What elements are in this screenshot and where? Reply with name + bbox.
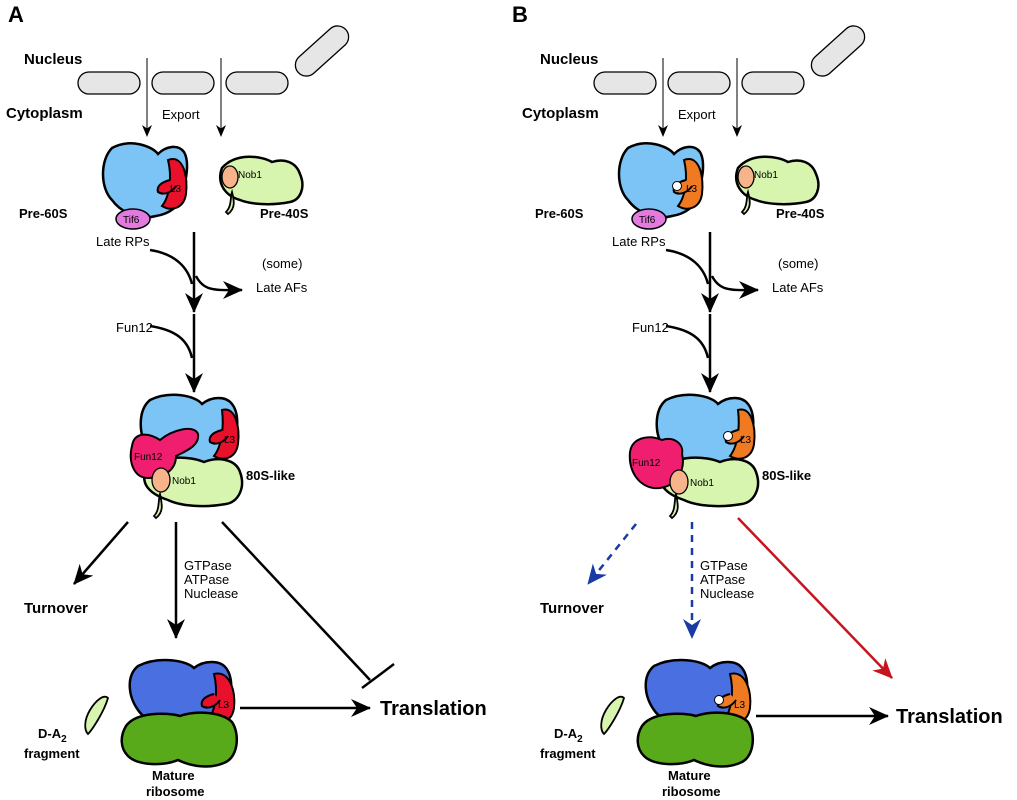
s80-like-label: 80S-like — [246, 468, 295, 483]
mature-ribosome: L3 — [120, 658, 239, 768]
nuclear-envelope — [593, 25, 866, 95]
s80-like-label: 80S-like — [762, 468, 811, 483]
fragment-label: fragment — [24, 746, 80, 761]
pre40s-subunit: Nob1 — [219, 155, 304, 216]
l3-label: L3 — [218, 700, 230, 711]
nuclease-label: Nuclease — [700, 586, 754, 601]
late-afs-label: Late AFs — [256, 280, 308, 295]
nob1-protein — [151, 467, 171, 493]
fragment-label: fragment — [540, 746, 596, 761]
late-rps-label: Late RPs — [96, 234, 150, 249]
mature-ribosome: L3 — [636, 658, 755, 768]
da2-label: D-A2 — [38, 726, 67, 745]
l3-label: L3 — [734, 700, 746, 711]
atpase-label: ATPase — [184, 572, 229, 587]
late-rps-join-line — [665, 248, 710, 285]
panel-a: A Nucleus Cytoplasm Export L3 Tif6 Pre-6… — [6, 2, 487, 799]
turnover-label: Turnover — [24, 600, 88, 617]
turnover-arrow-reduced — [587, 523, 637, 585]
da2-label: D-A2 — [554, 726, 583, 745]
pre60s-label: Pre-60S — [535, 206, 584, 221]
l3-label: L3 — [740, 435, 752, 446]
fun12-protein-label: Fun12 — [134, 452, 163, 463]
inhibition-bar — [361, 663, 395, 689]
nuclear-pore — [151, 71, 215, 95]
l3-mutation-dot — [672, 181, 682, 191]
mature-label-line1: Mature — [668, 768, 711, 783]
l3-mutation-dot — [714, 695, 724, 705]
mature-label-line1: Mature — [152, 768, 195, 783]
export-label: Export — [162, 107, 200, 122]
panel-letter: A — [8, 2, 24, 27]
atpase-label: ATPase — [700, 572, 745, 587]
pre60s-subunit: L3 — [617, 142, 705, 219]
turnover-label: Turnover — [540, 600, 604, 617]
tif6-factor: Tif6 — [115, 208, 151, 230]
gtpase-label: GTPase — [700, 558, 748, 573]
nob1-protein — [669, 469, 689, 495]
fun12-protein-label: Fun12 — [632, 458, 661, 469]
nob1-label: Nob1 — [754, 170, 778, 181]
l3-label: L3 — [224, 435, 236, 446]
late-rps-join-line — [149, 248, 194, 285]
turnover-arrow — [73, 521, 129, 585]
late-afs-label: Late AFs — [772, 280, 824, 295]
nucleus-label: Nucleus — [540, 51, 598, 68]
fun12-join-line — [665, 324, 710, 359]
pre40s-label: Pre-40S — [776, 206, 825, 221]
nob1-label: Nob1 — [172, 476, 196, 487]
some-label: (some) — [778, 256, 818, 271]
tif6-label: Tif6 — [639, 215, 656, 226]
nuclear-pore — [593, 71, 657, 95]
translation-label: Translation — [896, 706, 1003, 728]
pre40s-label: Pre-40S — [260, 206, 309, 221]
late-rps-label: Late RPs — [612, 234, 666, 249]
translation-label: Translation — [380, 698, 487, 720]
nuclear-pore — [77, 71, 141, 95]
late-afs-release-arrow — [710, 275, 759, 300]
fun12-step-label: Fun12 — [632, 320, 669, 335]
export-label: Export — [678, 107, 716, 122]
pre60s-subunit: L3 — [101, 142, 189, 219]
da2-fragment-shape — [600, 695, 626, 736]
tif6-factor: Tif6 — [631, 208, 667, 230]
direct-translation-arrow — [737, 517, 893, 679]
nuclear-pore — [225, 71, 289, 95]
da2-fragment-shape — [84, 695, 110, 736]
some-label: (some) — [262, 256, 302, 271]
nob1-label: Nob1 — [238, 170, 262, 181]
mature-label-line2: ribosome — [662, 784, 721, 799]
l3-mutation-dot — [723, 431, 733, 441]
inhibition-line — [221, 521, 371, 681]
nuclear-envelope — [77, 25, 350, 95]
pre60s-label: Pre-60S — [19, 206, 68, 221]
fun12-step-label: Fun12 — [116, 320, 153, 335]
fun12-join-line — [149, 324, 194, 359]
nob1-protein — [737, 165, 755, 189]
panel-b: B Nucleus Cytoplasm Export L3 Tif6 Pre-6… — [512, 2, 1003, 799]
nuclear-pore — [810, 25, 866, 77]
nuclear-pore — [667, 71, 731, 95]
nob1-protein — [221, 165, 239, 189]
nuclear-pore — [294, 25, 350, 77]
late-afs-release-arrow — [194, 275, 243, 300]
cytoplasm-label: Cytoplasm — [6, 105, 83, 122]
nucleus-label: Nucleus — [24, 51, 82, 68]
s80-like-complex: L3 Fun12 Nob1 — [129, 393, 244, 520]
mature-label-line2: ribosome — [146, 784, 205, 799]
nuclear-pore — [741, 71, 805, 95]
pre40s-subunit: Nob1 — [735, 155, 820, 216]
gtpase-label: GTPase — [184, 558, 232, 573]
cytoplasm-label: Cytoplasm — [522, 105, 599, 122]
nob1-label: Nob1 — [690, 478, 714, 489]
l3-label: L3 — [170, 184, 182, 195]
l3-label: L3 — [686, 184, 698, 195]
tif6-label: Tif6 — [123, 215, 140, 226]
nuclease-label: Nuclease — [184, 586, 238, 601]
s80-like-complex: L3 Fun12 Nob1 — [628, 393, 760, 520]
panel-letter: B — [512, 2, 528, 27]
